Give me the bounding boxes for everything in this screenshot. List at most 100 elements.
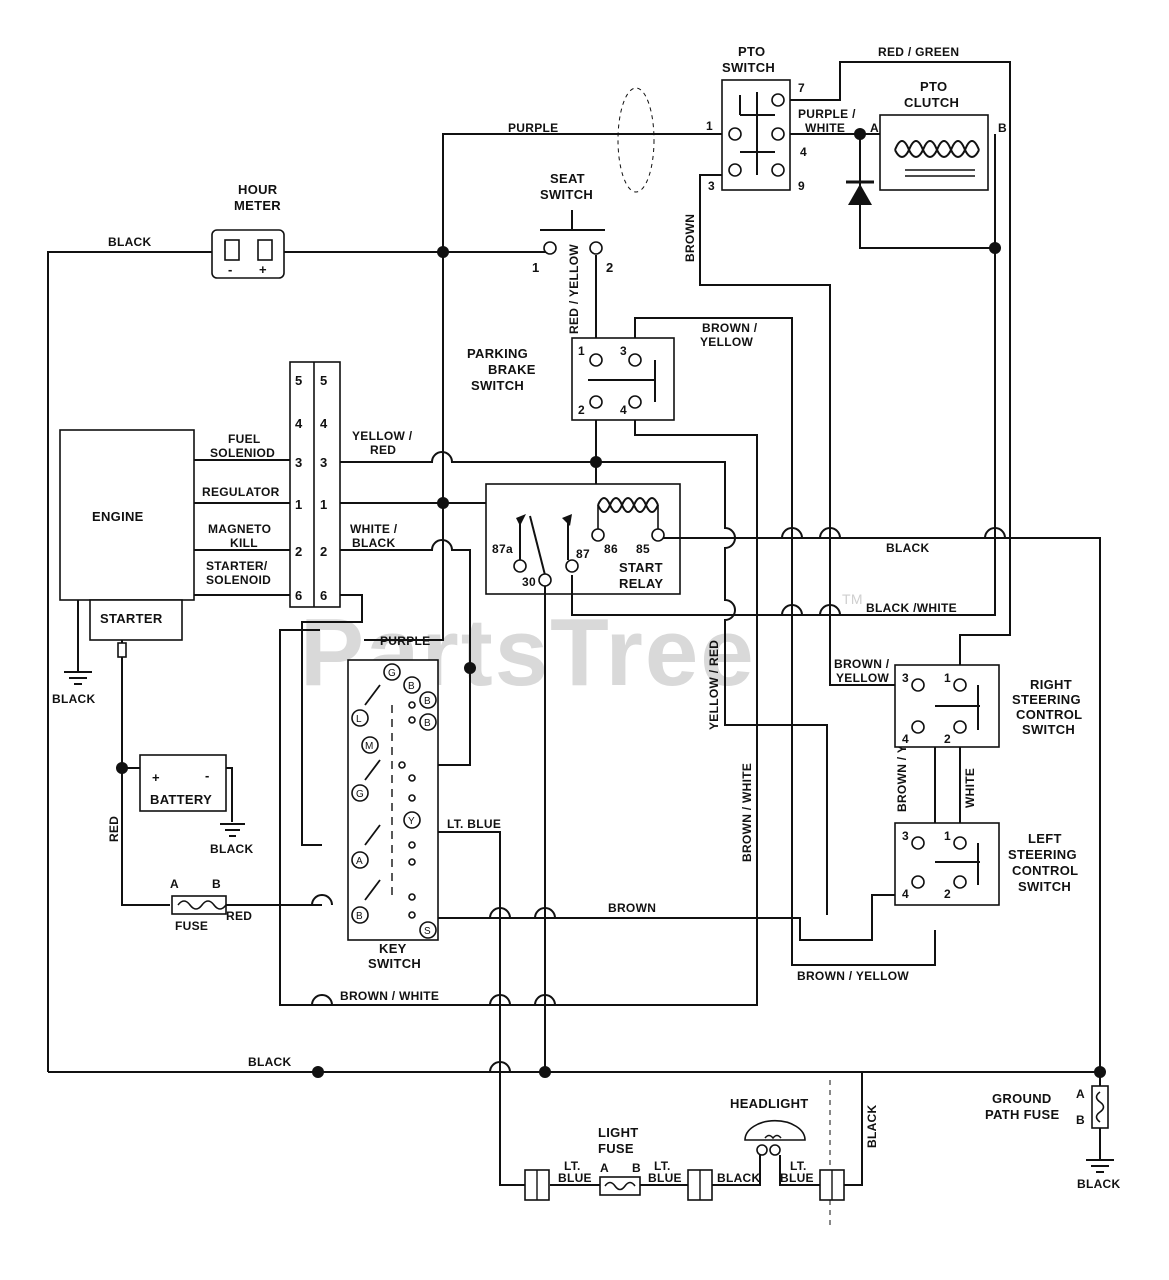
right-steering-label-1: RIGHT [1030, 677, 1072, 692]
wire-label-brown-yellow-pb-1: BROWN / [702, 321, 758, 335]
wire-label-red-green: RED / GREEN [878, 45, 959, 59]
wire-label-lt-blue-2a: LT. [654, 1159, 671, 1173]
wire-label-brown-white-vert: BROWN / WHITE [740, 763, 754, 862]
left-steering-label-2: STEERING [1008, 847, 1077, 862]
wire-label-brown-yellow-rs-1: BROWN / [834, 657, 890, 671]
svg-text:5: 5 [320, 373, 328, 388]
left-steering-label-3: CONTROL [1012, 863, 1078, 878]
engine-label: ENGINE [92, 509, 144, 524]
svg-text:PATH FUSE: PATH FUSE [985, 1107, 1059, 1122]
svg-text:FUSE: FUSE [175, 919, 208, 933]
headlight-label: HEADLIGHT [730, 1096, 809, 1111]
svg-text:2: 2 [944, 732, 951, 746]
svg-text:2: 2 [295, 544, 303, 559]
svg-text:A: A [170, 877, 179, 891]
svg-text:-: - [228, 262, 233, 277]
start-relay: 87a 30 87 86 85 START RELAY [492, 497, 665, 591]
hour-meter: HOUR METER - + [211, 182, 285, 279]
wire-label-brown-yellow-bottom: BROWN / YELLOW [797, 969, 909, 983]
wire-label-lt-blue-2b: BLUE [648, 1171, 682, 1185]
magneto-kill-label-2: KILL [230, 536, 258, 550]
svg-text:4: 4 [902, 887, 909, 901]
regulator-label: REGULATOR [202, 485, 280, 499]
magneto-kill-label-1: MAGNETO [208, 522, 271, 536]
wire-label-lt-blue-key: LT. BLUE [447, 817, 501, 831]
svg-text:87a: 87a [492, 542, 513, 556]
svg-text:4: 4 [295, 416, 303, 431]
left-steering-label-1: LEFT [1028, 831, 1062, 846]
left-steering-switch: 3 1 4 2 [894, 822, 1000, 906]
wire-label-white-black-2: BLACK [352, 536, 396, 550]
engine: ENGINE STARTER [59, 429, 195, 658]
svg-text:2: 2 [320, 544, 328, 559]
svg-text:4: 4 [320, 416, 328, 431]
svg-text:3: 3 [902, 829, 909, 843]
pto-switch: PTO SWITCH 7 1 4 3 9 [706, 44, 807, 193]
connectors [524, 1169, 845, 1201]
svg-text:4: 4 [902, 732, 909, 746]
svg-text:3: 3 [902, 671, 909, 685]
svg-text:-: - [205, 768, 210, 783]
wire-label-purple-white-1: PURPLE / [798, 107, 856, 121]
svg-text:4: 4 [800, 145, 807, 159]
wire-label-lt-blue-1a: LT. [564, 1159, 581, 1173]
svg-text:6: 6 [295, 588, 303, 603]
wire-label-black-headlight: BLACK [717, 1171, 761, 1185]
engine-connector: 5 5 4 4 3 3 1 1 2 2 6 6 [289, 361, 341, 608]
svg-text:B: B [356, 911, 363, 922]
svg-text:A: A [356, 856, 363, 867]
wire-label-red-fuse: RED [226, 909, 252, 923]
wire-label-red-vert: RED [107, 816, 121, 842]
svg-text:B: B [424, 696, 431, 707]
svg-text:KEY: KEY [379, 941, 407, 956]
svg-text:4: 4 [620, 403, 627, 417]
svg-text:9: 9 [798, 179, 805, 193]
svg-text:7: 7 [798, 81, 805, 95]
engine-ground-label: BLACK [52, 692, 96, 706]
light-fuse: LIGHT FUSE A B [598, 1125, 641, 1196]
svg-text:SWITCH: SWITCH [540, 187, 593, 202]
svg-text:HOUR: HOUR [238, 182, 278, 197]
engine-ground-icon [64, 671, 92, 685]
svg-text:87: 87 [576, 547, 590, 561]
svg-text:BATTERY: BATTERY [150, 792, 212, 807]
svg-text:5: 5 [295, 373, 303, 388]
svg-text:PARKING: PARKING [467, 346, 528, 361]
svg-text:GROUND: GROUND [992, 1091, 1052, 1106]
svg-text:SWITCH: SWITCH [368, 956, 421, 971]
right-steering-label-4: SWITCH [1022, 722, 1075, 737]
svg-text:B: B [1076, 1113, 1085, 1127]
wire-label-purple-key: PURPLE [380, 634, 430, 648]
wire-label-black-headlight-vert: BLACK [865, 1104, 879, 1148]
svg-text:B: B [212, 877, 221, 891]
wire-label-yellow-red-1: YELLOW / [352, 429, 413, 443]
wire-label-brown-yellow-pb-2: YELLOW [700, 335, 754, 349]
svg-text:SWITCH: SWITCH [471, 378, 524, 393]
wire-label-black-top: BLACK [108, 235, 152, 249]
wire-label-brown-white-bottom: BROWN / WHITE [340, 989, 439, 1003]
starter-label: STARTER [100, 611, 163, 626]
svg-text:1: 1 [320, 497, 328, 512]
wire-label-brown-yellow-rs-2: YELLOW [836, 671, 890, 685]
battery-ground-label: BLACK [210, 842, 254, 856]
wire-label-purple-white-2: WHITE [805, 121, 845, 135]
svg-text:1: 1 [944, 671, 951, 685]
svg-text:2: 2 [606, 260, 614, 275]
wire-label-black-bottom: BLACK [248, 1055, 292, 1069]
svg-text:3: 3 [620, 344, 627, 358]
watermark-tm: TM [842, 591, 863, 607]
wire-label-yellow-red-2: RED [370, 443, 396, 457]
ground-fuse-ground-label: BLACK [1077, 1177, 1121, 1191]
svg-text:86: 86 [604, 542, 618, 556]
svg-text:PTO: PTO [920, 79, 947, 94]
svg-text:G: G [356, 789, 364, 800]
wire-label-black-relay: BLACK [886, 541, 930, 555]
svg-text:CLUTCH: CLUTCH [904, 95, 959, 110]
svg-text:FUSE: FUSE [598, 1141, 634, 1156]
svg-text:3: 3 [320, 455, 328, 470]
right-steering-label-3: CONTROL [1016, 707, 1082, 722]
svg-text:3: 3 [295, 455, 303, 470]
svg-text:A: A [870, 121, 879, 135]
right-steering-switch: 3 1 4 2 [894, 664, 1000, 748]
